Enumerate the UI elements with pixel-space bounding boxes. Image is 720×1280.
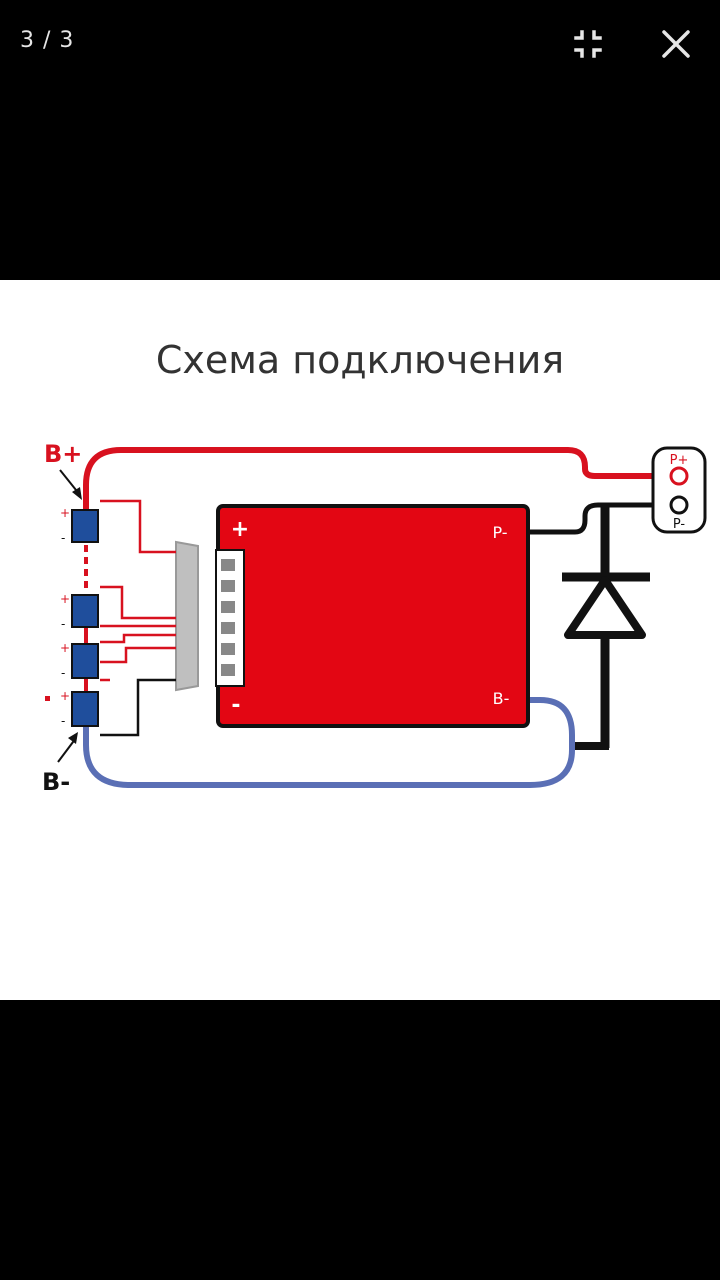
exit-fullscreen-button[interactable] — [564, 20, 612, 68]
cell-3-minus: - — [61, 666, 65, 680]
cell-1 — [71, 509, 99, 543]
board-p-minus-label: P- — [492, 523, 507, 542]
cell-4-minus: - — [61, 714, 65, 728]
output-terminals: P+ P- — [651, 446, 707, 534]
cell-2 — [71, 594, 99, 628]
balance-plug — [175, 540, 199, 692]
battery-cells — [71, 509, 99, 727]
b-plus-arrow — [59, 469, 82, 500]
displayed-image[interactable]: Схема подключения P+ P- — [0, 280, 720, 1000]
wire-b-minus — [83, 697, 575, 788]
cell-3-plus: + — [60, 641, 70, 655]
cell-polarity-marks: + - + - + - + - — [60, 506, 70, 728]
image-counter: 3 / 3 — [20, 28, 75, 53]
stray-dot — [45, 696, 50, 701]
board-b-minus-label: B- — [493, 689, 510, 708]
b-minus-arrow — [57, 732, 78, 763]
cell-4 — [71, 691, 99, 727]
cell-3 — [71, 643, 99, 679]
close-icon — [662, 30, 690, 58]
cell-1-plus: + — [60, 506, 70, 520]
b-minus-label: B- — [42, 768, 70, 796]
exit-fullscreen-icon — [574, 30, 602, 58]
cell-2-minus: - — [61, 617, 65, 631]
cell-2-plus: + — [60, 592, 70, 606]
cell-4-plus: + — [60, 689, 70, 703]
p-plus-label: P+ — [670, 453, 689, 468]
wire-b-plus — [83, 447, 673, 515]
b-plus-label: B+ — [44, 440, 82, 468]
close-button[interactable] — [652, 20, 700, 68]
diagram-title: Схема подключения — [156, 338, 564, 382]
diode-symbol — [562, 572, 650, 750]
wiring-diagram: Схема подключения P+ P- — [42, 338, 707, 796]
wire-p-minus — [528, 502, 672, 535]
board-plus-label: + — [231, 517, 249, 542]
cell-1-minus: - — [61, 531, 65, 545]
board-minus-label: - — [231, 693, 240, 718]
p-minus-label: P- — [673, 517, 686, 532]
bms-board: + - P- B- — [215, 504, 530, 728]
balance-wires — [100, 499, 176, 737]
